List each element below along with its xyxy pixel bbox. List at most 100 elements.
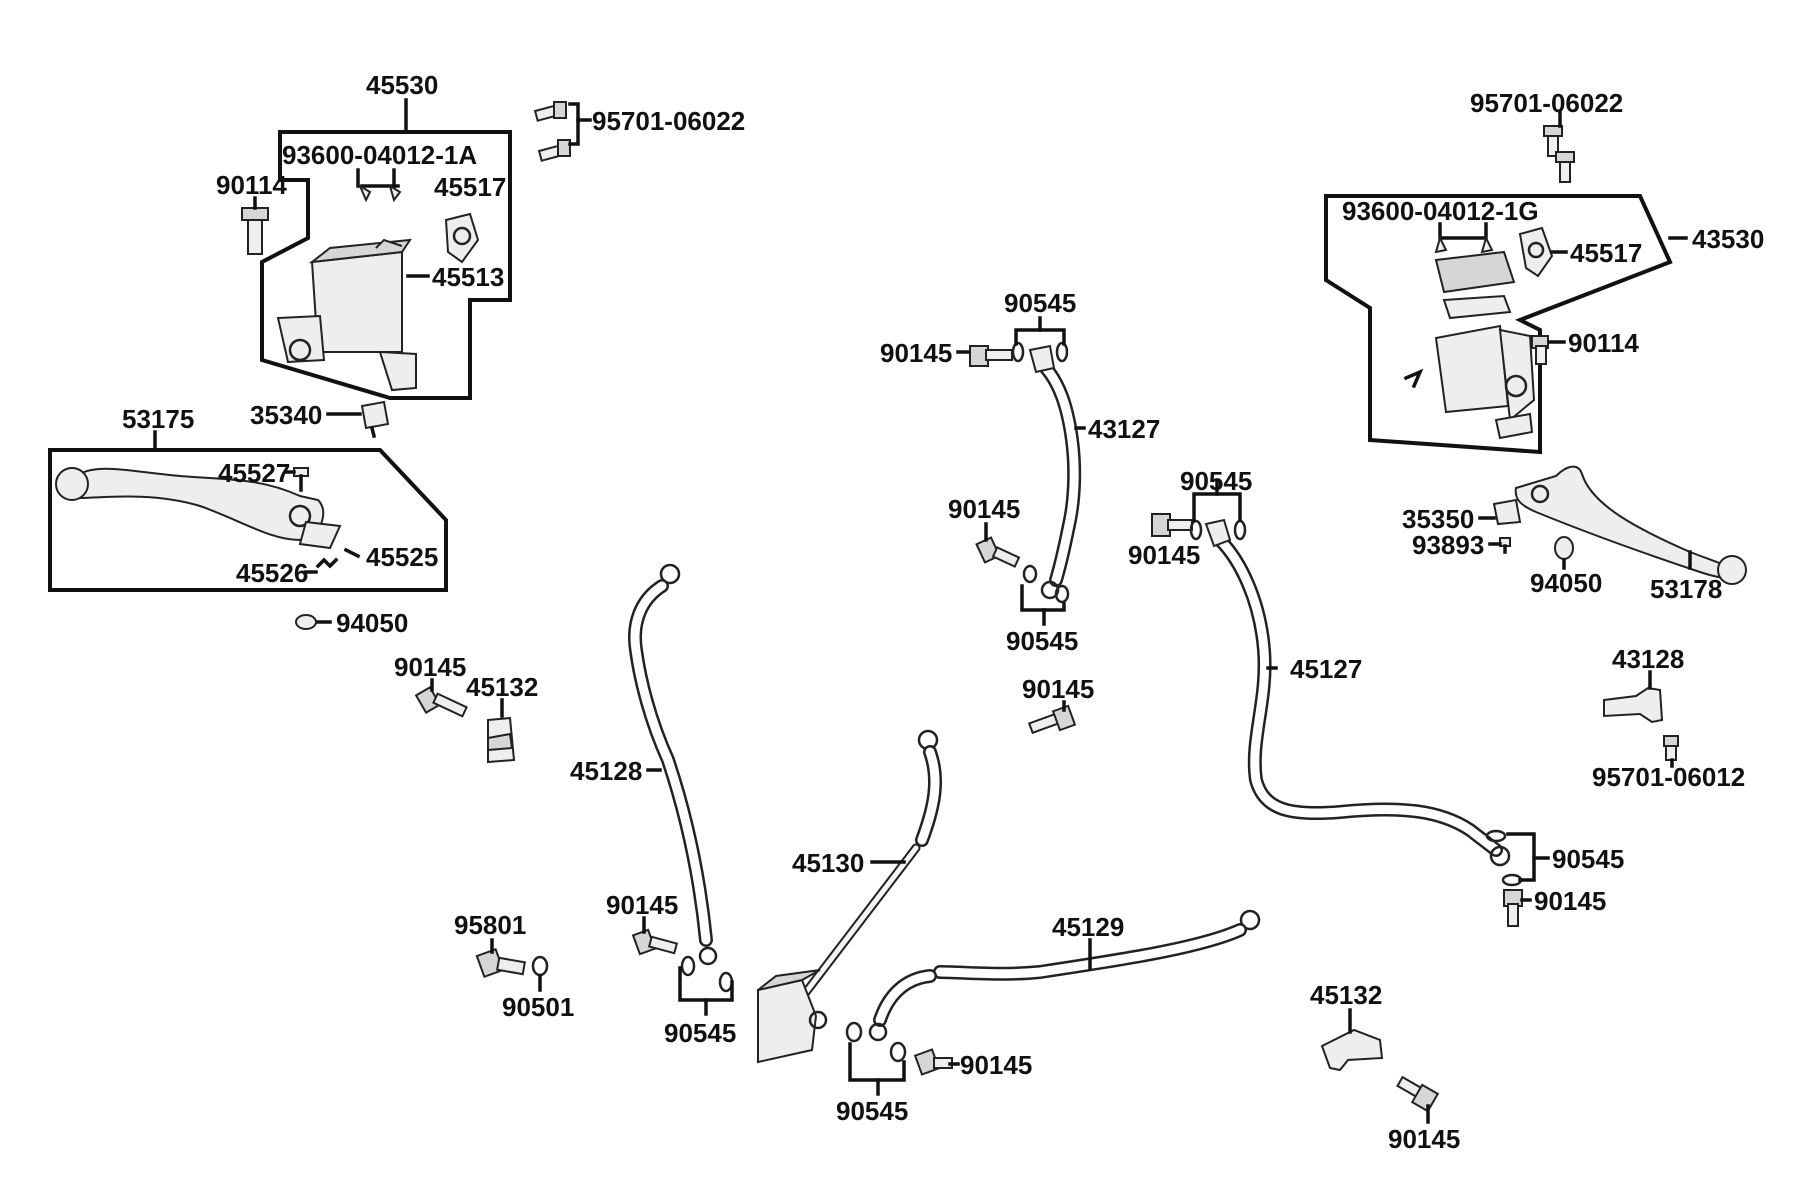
label-45517-right: 45517	[1570, 238, 1642, 268]
label-45132-left: 45132	[466, 672, 538, 702]
bolt-90145-a	[414, 685, 468, 718]
label-90545-d: 90545	[1006, 626, 1078, 656]
hose-43127	[1028, 344, 1082, 600]
washer-90501	[531, 955, 549, 977]
label-90545-a: 90545	[664, 1018, 736, 1048]
label-90145-a: 90145	[394, 652, 466, 682]
label-43128: 43128	[1612, 644, 1684, 674]
right-master-cylinder-group	[1324, 110, 1688, 455]
label-90545-e: 90545	[1180, 466, 1252, 496]
label-93600-04012-1G: 93600-04012-1G	[1342, 196, 1539, 226]
label-90114-right: 90114	[1568, 328, 1639, 358]
switch-35350	[1492, 498, 1522, 526]
hose-45128	[628, 563, 718, 966]
label-90145-b: 90145	[606, 890, 678, 920]
cap-45517-right	[1518, 226, 1554, 278]
washers-90545-f	[1485, 829, 1550, 887]
right-master-cylinder-box	[1324, 194, 1673, 455]
label-90545-c: 90545	[1004, 288, 1076, 318]
screw-90114-left	[241, 207, 269, 255]
left-lever-group	[48, 430, 448, 630]
bolt-90145-h	[1503, 889, 1523, 927]
label-90145-i: 90145	[1388, 1124, 1460, 1154]
label-90114-left: 90114	[216, 170, 287, 200]
switch-35340	[360, 400, 390, 439]
left-master-cylinder-part	[276, 238, 417, 392]
bolt-90145-f	[975, 536, 1021, 568]
bolt-90145-c	[913, 1048, 953, 1076]
bolt-90145-e	[969, 345, 1013, 367]
clamp-45132-left-group	[414, 678, 516, 764]
pin-45527	[293, 467, 309, 492]
label-90145-f: 90145	[948, 494, 1020, 524]
washers-90545-e	[1189, 480, 1247, 541]
left-lever-box	[48, 448, 448, 592]
label-45127: 45127	[1290, 654, 1362, 684]
bolt-90145-i	[1396, 1075, 1440, 1113]
label-35340: 35340	[250, 400, 322, 430]
washers-90545-d	[1020, 564, 1070, 626]
bolt-95801	[475, 947, 527, 979]
screw-93893	[1499, 537, 1511, 554]
clamp-45132-b	[1320, 1028, 1384, 1072]
label-90145-h: 90145	[1534, 886, 1606, 916]
spring-45526	[315, 557, 339, 569]
left-master-cylinder-group	[241, 98, 592, 439]
label-90145-c: 90145	[960, 1050, 1032, 1080]
label-45128: 45128	[570, 756, 642, 786]
washers-90545-b	[845, 1021, 907, 1096]
screws-93600-right	[1434, 222, 1494, 254]
label-95701-06022-right: 95701-06022	[1470, 88, 1623, 118]
label-43127: 43127	[1088, 414, 1160, 444]
cap-45517-left	[444, 212, 480, 264]
bracket-43128	[1603, 686, 1664, 724]
reservoir-cap-right	[1434, 250, 1516, 320]
label-43530: 43530	[1692, 224, 1764, 254]
label-90145-e: 90145	[880, 338, 952, 368]
bolts-95701-left	[533, 101, 592, 162]
hose-45127	[1204, 518, 1511, 867]
label-95801: 95801	[454, 910, 526, 940]
hose-45129	[868, 909, 1261, 1042]
label-45525: 45525	[366, 542, 438, 572]
leader-45525	[343, 547, 361, 559]
washers-90545-c	[1011, 316, 1069, 363]
right-master-cylinder-part	[1403, 324, 1536, 440]
label-90501: 90501	[502, 992, 574, 1022]
bolt-90145-g	[1151, 513, 1193, 537]
label-53175: 53175	[122, 404, 194, 434]
label-45517-left: 45517	[434, 172, 506, 202]
label-95701-06022-left: 95701-06022	[592, 106, 745, 136]
label-95701-06012: 95701-06012	[1592, 762, 1745, 792]
label-45526: 45526	[236, 558, 308, 588]
washer-94050-left	[295, 614, 317, 630]
screw-93600-left	[356, 168, 402, 203]
label-45530: 45530	[366, 70, 438, 100]
screw-95701-06012	[1663, 735, 1679, 761]
part-labels: 45530 95701-06022 93600-04012-1A 90114 4…	[122, 70, 1764, 1154]
bolts-95701-right	[1543, 125, 1575, 183]
label-35350: 35350	[1402, 504, 1474, 534]
clamp-45132-a	[487, 716, 516, 764]
screw-90114-right	[1531, 335, 1549, 365]
left-master-cylinder-box	[260, 130, 512, 400]
label-45527: 45527	[218, 458, 290, 488]
label-94050-right: 94050	[1530, 568, 1602, 598]
label-93893: 93893	[1412, 530, 1484, 560]
label-90145-d: 90145	[1022, 674, 1094, 704]
brake-lever-right	[1514, 465, 1738, 579]
label-45129: 45129	[1052, 912, 1124, 942]
hose-45130	[757, 729, 942, 1064]
bolt-90145-b	[631, 928, 679, 956]
label-45513: 45513	[432, 262, 504, 292]
label-94050-left: 94050	[336, 608, 408, 638]
bolt-90145-d	[1027, 704, 1077, 735]
label-90145-g: 90145	[1128, 540, 1200, 570]
label-90545-b: 90545	[836, 1096, 908, 1126]
label-45132-right: 45132	[1310, 980, 1382, 1010]
right-lever-group	[1514, 465, 1747, 585]
label-53178: 53178	[1650, 574, 1722, 604]
washers-90545-a	[678, 955, 734, 1016]
label-45130: 45130	[792, 848, 864, 878]
